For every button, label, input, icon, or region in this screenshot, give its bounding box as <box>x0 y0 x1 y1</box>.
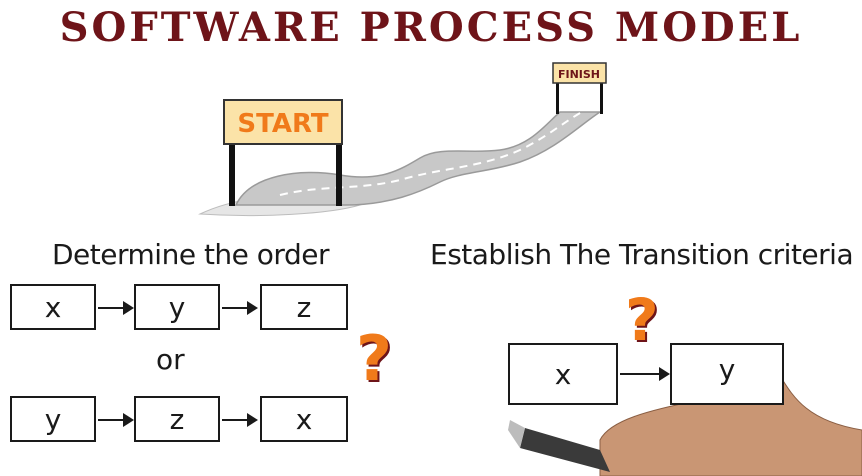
finish-sign-board <box>552 62 607 84</box>
transition-box-2: y <box>670 343 784 405</box>
finish-sign-label: FINISH <box>558 68 600 81</box>
transition-box-1: x <box>508 343 618 405</box>
finish-sign-post-right <box>600 82 603 114</box>
start-sign-board <box>223 99 343 145</box>
or-label: or <box>156 343 185 376</box>
order-question-mark: ? <box>356 322 392 395</box>
order-row1-box-2: y <box>134 284 220 330</box>
order-row2-box-2: z <box>134 396 220 442</box>
order-row2-arrow-2 <box>222 413 258 427</box>
order-row1-arrow-1 <box>98 301 134 315</box>
order-row2-arrow-1 <box>98 413 134 427</box>
order-row1-box-3: z <box>260 284 348 330</box>
order-row1-box-1: x <box>10 284 96 330</box>
start-sign-post-left <box>229 142 235 206</box>
finish-sign-post-left <box>556 82 559 114</box>
transition-arrow <box>620 367 670 381</box>
order-row2-box-3: x <box>260 396 348 442</box>
determine-order-label: Determine the order <box>52 238 329 271</box>
order-row2-box-1: y <box>10 396 96 442</box>
page-title: SOFTWARE PROCESS MODEL <box>59 4 803 51</box>
order-row1-arrow-2 <box>222 301 258 315</box>
start-sign-label: START <box>237 109 328 139</box>
pen-tip <box>508 420 525 448</box>
start-sign-post-right <box>336 142 342 206</box>
pen-body <box>520 428 610 472</box>
transition-question-mark: ? <box>625 286 659 354</box>
transition-criteria-label: Establish The Transition criteria <box>430 238 854 271</box>
